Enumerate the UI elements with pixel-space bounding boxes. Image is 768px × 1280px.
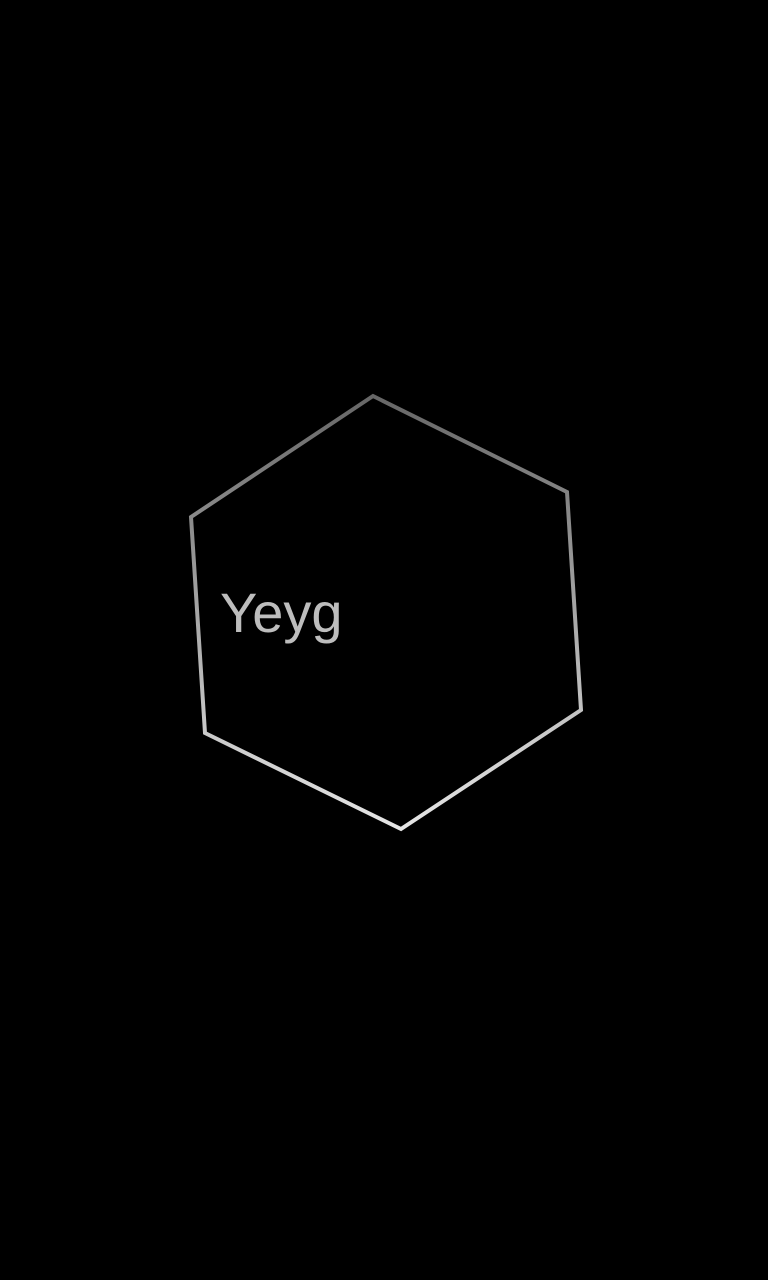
hexagon-outline <box>188 393 584 832</box>
hexagon-label: Yeyg <box>220 581 343 644</box>
